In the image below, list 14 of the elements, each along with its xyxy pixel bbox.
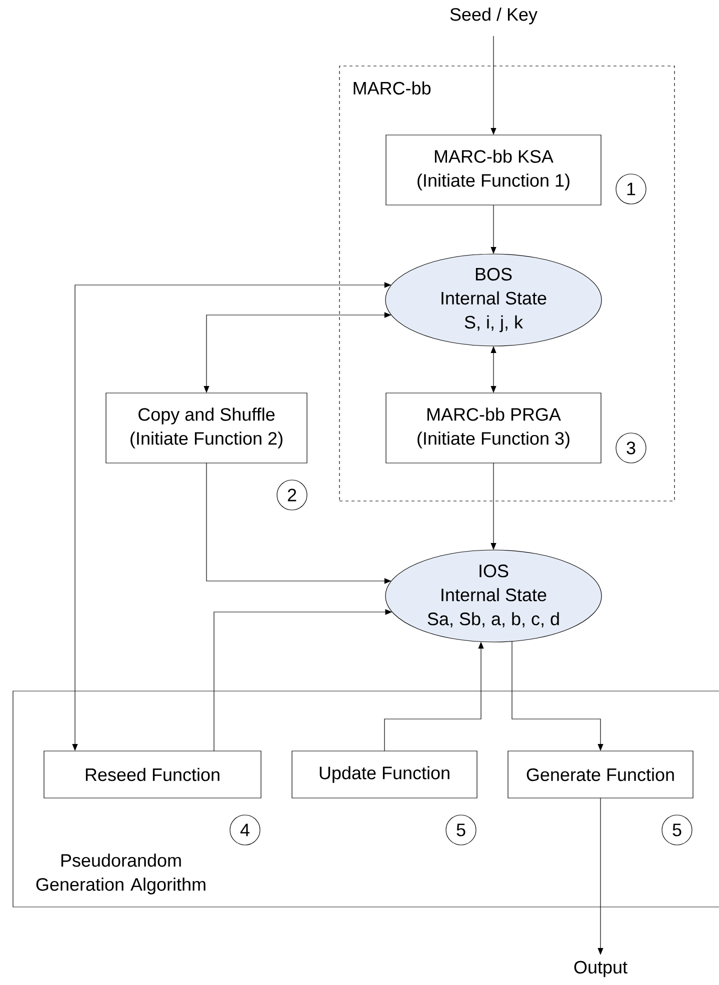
process-box: Update Function [292, 750, 478, 798]
io-label: Output [574, 960, 628, 978]
callout-number: 5 [662, 814, 692, 846]
callout-number: 5 [446, 814, 476, 846]
callout-number: 4 [230, 814, 260, 846]
callout-number: 3 [616, 432, 646, 464]
callout-number: 2 [276, 480, 308, 510]
io-label: Seed / Key [450, 8, 538, 24]
process-box: Copy and Shuffle (Initiate Function 2) [106, 392, 308, 464]
callout-number: 1 [616, 174, 646, 204]
process-box: MARC-bb PRGA (Initiate Function 3) [386, 392, 602, 464]
process-box: Generate Function [508, 750, 694, 798]
process-box: MARC-bb KSA (Initiate Function 1) [386, 134, 602, 206]
process-box: Reseed Function [44, 750, 262, 798]
